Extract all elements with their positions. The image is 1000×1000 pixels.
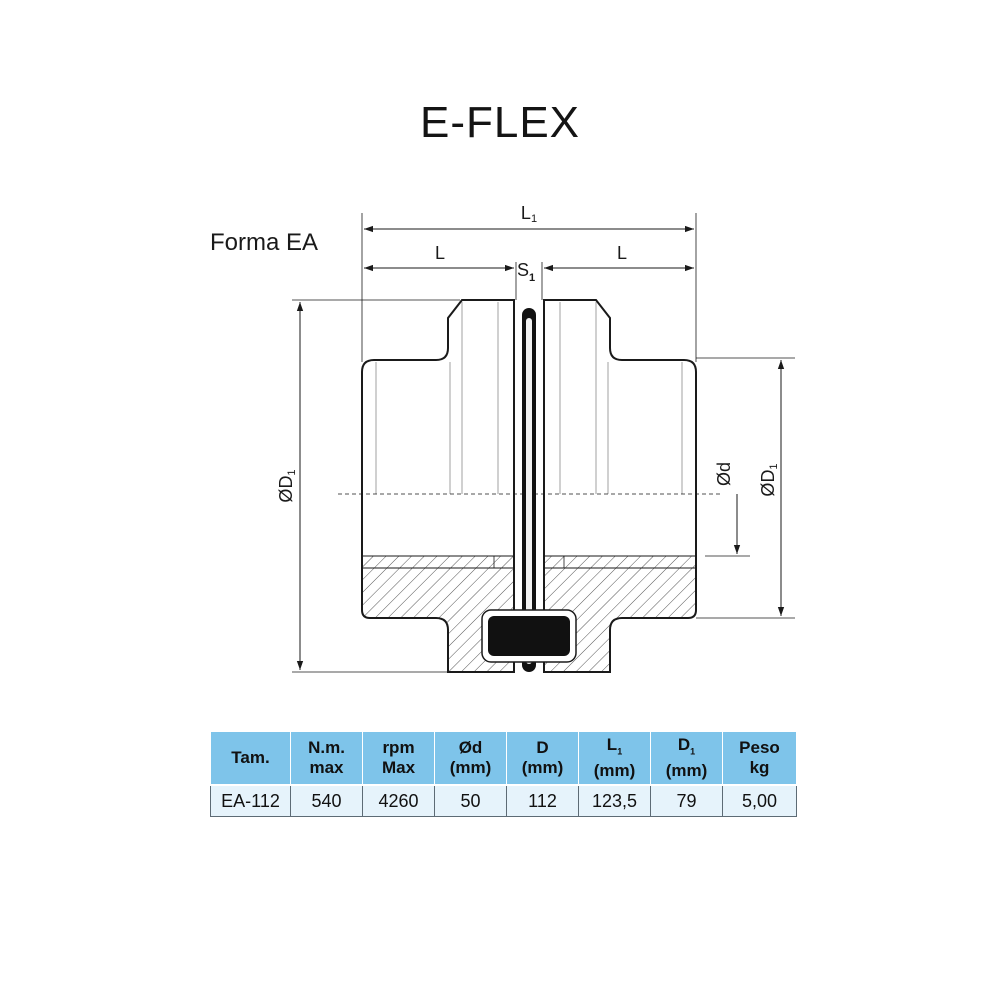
header-d: D(mm): [506, 731, 579, 786]
dim-label-l-right: L: [617, 243, 627, 263]
dim-label-d1-right: ØD1: [758, 463, 780, 496]
elastic-element: [481, 308, 577, 672]
cell-bore: 50: [434, 784, 507, 817]
dimension-lines: [296, 225, 785, 670]
form-label: Forma EA: [210, 229, 319, 256]
cell-l1: 123,5: [578, 784, 651, 817]
dim-label-l1: L1: [521, 203, 537, 225]
header-l1: L1(mm): [578, 731, 651, 786]
cell-weight: 5,00: [722, 784, 797, 817]
dim-label-d: Ød: [714, 462, 734, 486]
right-hub: [543, 299, 697, 673]
header-bore: Ød(mm): [434, 731, 507, 786]
cell-tam: EA-112: [210, 784, 291, 817]
header-d1: D1(mm): [650, 731, 723, 786]
drawing-title: E-FLEX: [419, 98, 581, 147]
cell-d1: 79: [650, 784, 723, 817]
dim-label-l-left: L: [435, 243, 445, 263]
table-row: EA-112 540 4260 50 112 123,5 79 5,00: [210, 784, 797, 817]
dim-label-s1: S1: [517, 260, 535, 284]
header-torque: N.m.max: [290, 731, 363, 786]
header-tam: Tam.: [210, 731, 291, 786]
extension-lines: [292, 213, 795, 673]
cell-torque: 540: [290, 784, 363, 817]
dim-label-d1-left: ØD1: [276, 469, 298, 502]
cell-rpm: 4260: [362, 784, 435, 817]
left-hub: [361, 299, 515, 673]
cell-d: 112: [506, 784, 579, 817]
